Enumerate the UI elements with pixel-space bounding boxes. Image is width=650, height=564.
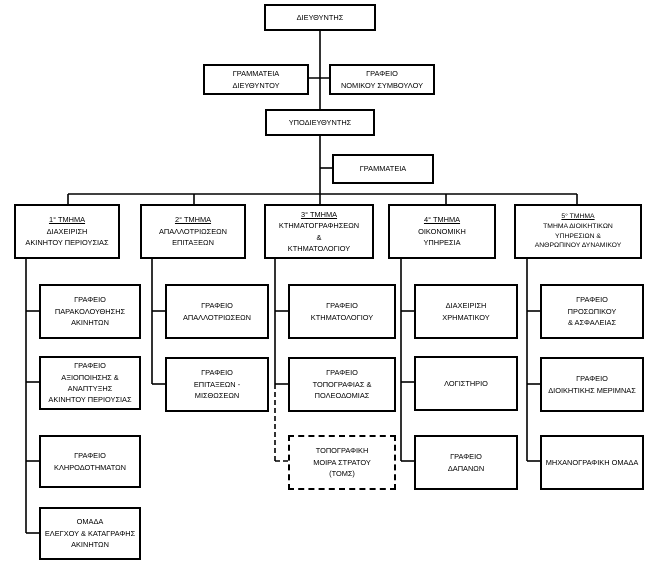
cash-management-box: ΔΙΑΧΕΙΡΙΣΗ ΧΡΗΜΑΤΙΚΟΥ xyxy=(414,284,518,339)
node-line: ΑΚΙΝΗΤΟΥ ΠΕΡΙΟΥΣΙΑΣ xyxy=(48,395,132,405)
node-line: ΔΙΑΧΕΙΡΙΣΗ xyxy=(445,301,487,311)
node-line: ΜΗΧΑΝΟΓΡΑΦΙΚΗ ΟΜΑΔΑ xyxy=(545,457,639,467)
node-line: ΠΑΡΑΚΟΛΟΥΘΗΣΗΣ xyxy=(54,306,126,316)
node-line: ΓΡΑΦΕΙΟ xyxy=(74,295,106,305)
department-2-box: 2° ΤΜΗΜΑ ΑΠΑΛΛΟΤΡΙΩΣΕΩΝ ΕΠΙΤΑΞΕΩΝ xyxy=(140,204,246,259)
department-number: 5° ΤΜΗΜΑ xyxy=(561,212,595,220)
topography-planning-office-box: ΓΡΑΦΕΙΟ ΤΟΠΟΓΡΑΦΙΑΣ & ΠΟΛΕΟΔΟΜΙΑΣ xyxy=(288,357,396,412)
node-line: ΓΡΑΦΕΙΟ xyxy=(576,295,608,305)
node-line: ΛΟΓΙΣΤΗΡΙΟ xyxy=(444,378,488,388)
node-line: ΑΠΑΛΛΟΤΡΙΩΣΕΩΝ xyxy=(182,312,252,322)
department-1-box: 1° ΤΜΗΜΑ ΔΙΑΧΕΙΡΙΣΗ ΑΚΙΝΗΤΟΥ ΠΕΡΙΟΥΣΙΑΣ xyxy=(14,204,120,259)
department-number: 1° ΤΜΗΜΑ xyxy=(48,215,86,225)
node-line: ΟΙΚΟΝΟΜΙΚΗ xyxy=(418,226,466,236)
node-line: & ΑΣΦΑΛΕΙΑΣ xyxy=(567,318,617,328)
node-line: ΓΡΑΦΕΙΟ xyxy=(450,452,482,462)
node-line: ΔΙΕΥΘΥΝΤΟΥ xyxy=(232,80,280,90)
node-line: ΟΜΑΔΑ xyxy=(76,517,104,527)
node-line: ΔΑΠΑΝΩΝ xyxy=(447,463,485,473)
node-line: ΓΡΑΦΕΙΟ xyxy=(201,368,233,378)
department-3-box: 3° ΤΜΗΜΑ ΚΤΗΜΑΤΟΓΡΑΦΗΣΕΩΝ & ΚΤΗΜΑΤΟΛΟΓΙΟ… xyxy=(264,204,374,259)
node-line: ΚΤΗΜΑΤΟΛΟΓΙΟΥ xyxy=(287,243,351,253)
node-line: ΥΠΗΡΕΣΙΑ xyxy=(423,238,461,248)
node-line: ΓΡΑΦΕΙΟ xyxy=(576,374,608,384)
property-monitoring-office-box: ΓΡΑΦΕΙΟ ΠΑΡΑΚΟΛΟΥΘΗΣΗΣ ΑΚΙΝΗΤΩΝ xyxy=(39,284,141,339)
node-line: ΑΝΘΡΩΠΙΝΟΥ ΔΥΝΑΜΙΚΟΥ xyxy=(534,242,622,250)
army-topographic-unit-box: ΤΟΠΟΓΡΑΦΙΚΗ ΜΟΙΡΑ ΣΤΡΑΤΟΥ (ΤΟΜΣ) xyxy=(288,435,396,490)
node-line: ΓΡΑΦΕΙΟ xyxy=(326,368,358,378)
department-number: 4° ΤΜΗΜΑ xyxy=(423,215,461,225)
node-line: ΓΡΑΜΜΑΤΕΙΑ xyxy=(359,164,407,174)
department-4-box: 4° ΤΜΗΜΑ ΟΙΚΟΝΟΜΙΚΗ ΥΠΗΡΕΣΙΑ xyxy=(388,204,496,259)
deputy-director-box: ΥΠΟΔΙΕΥΘΥΝΤΗΣ xyxy=(265,109,375,136)
node-line: & xyxy=(316,232,322,242)
director-box: ΔΙΕΥΘΥΝΤΗΣ xyxy=(264,4,376,31)
node-line: ΝΟΜΙΚΟΥ ΣΥΜΒΟΥΛΟΥ xyxy=(340,80,424,90)
node-line: ΓΡΑΜΜΑΤΕΙΑ xyxy=(232,69,280,79)
property-development-office-box: ΓΡΑΦΕΙΟ ΑΞΙΟΠΟΙΗΣΗΣ & ΑΝΑΠΤΥΞΗΣ ΑΚΙΝΗΤΟΥ… xyxy=(39,356,141,410)
department-number: 2° ΤΜΗΜΑ xyxy=(174,215,212,225)
node-line: (ΤΟΜΣ) xyxy=(329,469,355,479)
node-line: ΚΤΗΜΑΤΟΛΟΓΙΟΥ xyxy=(310,312,374,322)
node-line: ΠΟΛΕΟΔΟΜΙΑΣ xyxy=(314,391,370,401)
department-5-box: 5° ΤΜΗΜΑ ΤΜΗΜΑ ΔΙΟΙΚΗΤΙΚΩΝ ΥΠΗΡΕΣΙΩΝ & Α… xyxy=(514,204,642,259)
node-line: ΠΡΟΣΩΠΙΚΟΥ xyxy=(567,306,617,316)
node-line: ΕΛΕΓΧΟΥ & ΚΑΤΑΓΡΑΦΗΣ xyxy=(44,528,136,538)
bequests-office-box: ΓΡΑΦΕΙΟ ΚΛΗΡΟΔΟΤΗΜΑΤΩΝ xyxy=(39,435,141,488)
node-line: ΓΡΑΦΕΙΟ xyxy=(326,301,358,311)
node-line: ΓΡΑΦΕΙΟ xyxy=(201,301,233,311)
node-line: ΧΡΗΜΑΤΙΚΟΥ xyxy=(442,312,490,322)
node-line: ΚΛΗΡΟΔΟΤΗΜΑΤΩΝ xyxy=(54,462,126,472)
node-line: ΔΙΑΧΕΙΡΙΣΗ xyxy=(46,226,88,236)
expropriations-office-box: ΓΡΑΦΕΙΟ ΑΠΑΛΛΟΤΡΙΩΣΕΩΝ xyxy=(165,284,269,339)
node-line: ΜΙΣΘΩΣΕΩΝ xyxy=(194,391,240,401)
node-line: ΑΠΑΛΛΟΤΡΙΩΣΕΩΝ xyxy=(158,226,228,236)
node-line: ΑΞΙΟΠΟΙΗΣΗΣ & xyxy=(61,372,119,382)
node-line: ΤΟΠΟΓΡΑΦΙΑΣ & xyxy=(312,379,372,389)
requisitions-leases-office-box: ΓΡΑΦΕΙΟ ΕΠΙΤΑΞΕΩΝ - ΜΙΣΘΩΣΕΩΝ xyxy=(165,357,269,412)
expenses-office-box: ΓΡΑΦΕΙΟ ΔΑΠΑΝΩΝ xyxy=(414,435,518,490)
accounting-office-box: ΛΟΓΙΣΤΗΡΙΟ xyxy=(414,356,518,411)
secretariat-box: ΓΡΑΜΜΑΤΕΙΑ xyxy=(332,154,434,184)
land-registry-office-box: ΓΡΑΦΕΙΟ ΚΤΗΜΑΤΟΛΟΓΙΟΥ xyxy=(288,284,396,339)
it-team-box: ΜΗΧΑΝΟΓΡΑΦΙΚΗ ΟΜΑΔΑ xyxy=(540,435,644,490)
node-line: ΑΝΑΠΤΥΞΗΣ xyxy=(67,384,113,393)
node-line: ΓΡΑΦΕΙΟ xyxy=(366,69,398,79)
node-line: ΓΡΑΦΕΙΟ xyxy=(74,361,106,371)
personnel-security-office-box: ΓΡΑΦΕΙΟ ΠΡΟΣΩΠΙΚΟΥ & ΑΣΦΑΛΕΙΑΣ xyxy=(540,284,644,339)
node-line: ΥΠΟΔΙΕΥΘΥΝΤΗΣ xyxy=(288,117,352,127)
node-line: ΔΙΟΙΚΗΤΙΚΗΣ ΜΕΡΙΜΝΑΣ xyxy=(548,385,636,395)
inspection-team-box: ΟΜΑΔΑ ΕΛΕΓΧΟΥ & ΚΑΤΑΓΡΑΦΗΣ ΑΚΙΝΗΤΩΝ xyxy=(39,507,141,560)
node-line: ΓΡΑΦΕΙΟ xyxy=(74,451,106,461)
node-line: ΑΚΙΝΗΤΩΝ xyxy=(71,318,109,328)
node-line: ΑΚΙΝΗΤΩΝ xyxy=(71,540,109,550)
director-secretariat-box: ΓΡΑΜΜΑΤΕΙΑ ΔΙΕΥΘΥΝΤΟΥ xyxy=(203,64,309,95)
node-line: ΚΤΗΜΑΤΟΓΡΑΦΗΣΕΩΝ xyxy=(278,221,360,231)
node-line: ΕΠΙΤΑΞΕΩΝ - xyxy=(193,379,241,389)
node-line: ΜΟΙΡΑ ΣΤΡΑΤΟΥ xyxy=(313,457,371,467)
node-line: ΥΠΗΡΕΣΙΩΝ & xyxy=(555,232,601,240)
department-number: 3° ΤΜΗΜΑ xyxy=(300,209,338,219)
legal-office-box: ΓΡΑΦΕΙΟ ΝΟΜΙΚΟΥ ΣΥΜΒΟΥΛΟΥ xyxy=(329,64,435,95)
node-line: ΑΚΙΝΗΤΟΥ ΠΕΡΙΟΥΣΙΑΣ xyxy=(25,238,109,248)
node-line: ΤΜΗΜΑ ΔΙΟΙΚΗΤΙΚΩΝ xyxy=(543,222,613,230)
node-line: ΔΙΕΥΘΥΝΤΗΣ xyxy=(296,12,344,22)
node-line: ΤΟΠΟΓΡΑΦΙΚΗ xyxy=(315,446,369,456)
administrative-care-office-box: ΓΡΑΦΕΙΟ ΔΙΟΙΚΗΤΙΚΗΣ ΜΕΡΙΜΝΑΣ xyxy=(540,357,644,412)
node-line: ΕΠΙΤΑΞΕΩΝ xyxy=(172,238,214,248)
